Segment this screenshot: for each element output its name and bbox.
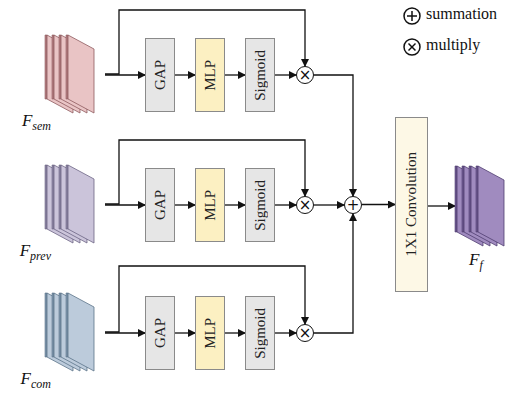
convolution-box: 1X1 Convolution bbox=[395, 117, 428, 292]
operator-symbol: + bbox=[347, 198, 360, 213]
gap-box: GAP bbox=[145, 296, 175, 370]
summation-bar bbox=[411, 11, 413, 21]
feature-subscript: f bbox=[479, 258, 482, 272]
slab-face bbox=[478, 166, 504, 246]
summation-node: + bbox=[344, 196, 362, 214]
output-feature-map: Ff bbox=[455, 166, 517, 246]
summation-circle bbox=[404, 8, 420, 24]
feature-map-label: Ff bbox=[469, 250, 483, 273]
feature-subscript: sem bbox=[32, 119, 51, 133]
mlp-box: MLP bbox=[195, 168, 225, 242]
feature-map-slabs bbox=[455, 166, 517, 246]
connector-arrow bbox=[225, 332, 245, 333]
connector-arrow bbox=[225, 204, 245, 205]
gap-box: GAP bbox=[145, 38, 175, 112]
sigmoid-box: Sigmoid bbox=[245, 38, 275, 112]
feature-map-label: Fsem bbox=[22, 111, 51, 134]
multiply-node: × bbox=[296, 324, 314, 342]
slab-face bbox=[68, 293, 94, 371]
feature-map: Fsem bbox=[45, 35, 105, 113]
multiply-bar bbox=[409, 44, 416, 51]
sigmoid-box: Sigmoid bbox=[245, 168, 275, 242]
connector-arrow bbox=[175, 74, 195, 75]
box-text: GAP bbox=[152, 60, 169, 90]
connector-arrow bbox=[362, 204, 395, 205]
slab-face bbox=[68, 165, 94, 243]
box-text: Sigmoid bbox=[252, 50, 269, 101]
box-text: GAP bbox=[152, 318, 169, 348]
box-text: MLP bbox=[202, 190, 219, 221]
feature-map-label: Fcom bbox=[21, 369, 51, 392]
connector-arrow bbox=[275, 204, 296, 205]
mlp-box: MLP bbox=[195, 38, 225, 112]
connector-arrow bbox=[175, 204, 195, 205]
gap-box: GAP bbox=[145, 168, 175, 242]
multiply-bar bbox=[409, 44, 416, 51]
box-text: Sigmoid bbox=[252, 308, 269, 359]
legend-label: multiply bbox=[426, 36, 480, 54]
mlp-box: MLP bbox=[195, 296, 225, 370]
feature-map: Fprev bbox=[45, 165, 105, 243]
box-text: MLP bbox=[202, 318, 219, 349]
connector-arrow bbox=[225, 74, 245, 75]
connector-arrow bbox=[275, 74, 296, 75]
multiply-node: × bbox=[296, 66, 314, 84]
box-text: Sigmoid bbox=[252, 180, 269, 231]
multiply-symbol bbox=[404, 39, 420, 55]
legend-label: summation bbox=[426, 5, 497, 23]
feature-subscript: com bbox=[31, 377, 51, 391]
feature-name: F bbox=[22, 111, 32, 130]
feature-name: F bbox=[20, 241, 30, 260]
operator-symbol: × bbox=[299, 198, 312, 213]
slab-face bbox=[68, 35, 94, 113]
connector-arrow bbox=[314, 214, 353, 333]
feature-subscript: prev bbox=[30, 249, 51, 263]
operator-symbol: × bbox=[299, 68, 312, 83]
connector-arrow bbox=[314, 204, 344, 205]
feature-map-label: Fprev bbox=[20, 241, 51, 264]
connector-arrow bbox=[275, 332, 296, 333]
feature-map-slabs bbox=[45, 35, 105, 113]
summation-symbol bbox=[404, 8, 420, 24]
connector-arrow bbox=[314, 75, 353, 196]
operator-symbol: × bbox=[299, 326, 312, 341]
feature-name: F bbox=[21, 369, 31, 388]
multiply-circle bbox=[404, 39, 420, 55]
connector-arrow bbox=[175, 332, 195, 333]
feature-map-slabs bbox=[45, 293, 105, 371]
feature-map-slabs bbox=[45, 165, 105, 243]
box-text: GAP bbox=[152, 190, 169, 220]
feature-map: Fcom bbox=[45, 293, 105, 371]
box-text: MLP bbox=[202, 60, 219, 91]
feature-name: F bbox=[469, 250, 479, 269]
sigmoid-box: Sigmoid bbox=[245, 296, 275, 370]
multiply-node: × bbox=[296, 196, 314, 214]
connector-arrow bbox=[428, 205, 455, 206]
box-text: 1X1 Convolution bbox=[403, 152, 420, 257]
